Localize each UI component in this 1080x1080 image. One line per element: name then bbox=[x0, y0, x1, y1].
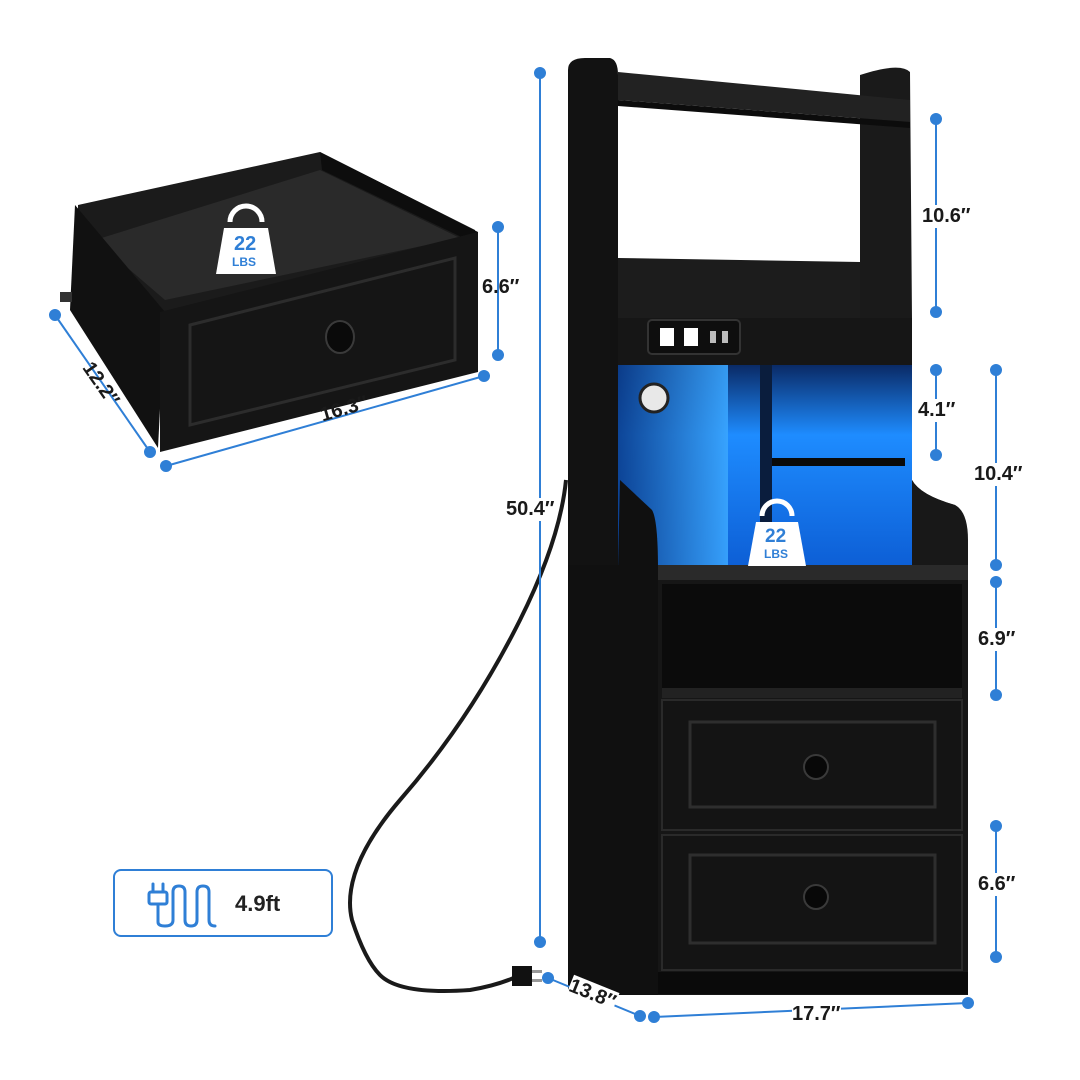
cord-length-label: 4.9ft bbox=[235, 891, 281, 916]
drawer-knob bbox=[325, 320, 355, 354]
plug bbox=[512, 966, 542, 986]
power-cord bbox=[348, 479, 568, 993]
weight-badge-cabinet bbox=[748, 498, 806, 566]
open-cubby-label: 6.9″ bbox=[978, 628, 1016, 651]
top-shelf-label: 10.6″ bbox=[922, 205, 971, 228]
cord-length-box: 4.9ft bbox=[113, 869, 333, 937]
weight-badge-cabinet-value: 22 bbox=[765, 526, 787, 547]
lower-drawer-label: 6.6″ bbox=[978, 873, 1016, 896]
drawer-dimension-lines bbox=[49, 221, 504, 472]
plug-cord-icon bbox=[147, 882, 217, 928]
power-socket-panel bbox=[647, 319, 741, 355]
lower-drawer-knob bbox=[803, 884, 829, 910]
overall-height-label: 50.4″ bbox=[506, 498, 555, 521]
width-label: 17.7″ bbox=[792, 1003, 841, 1026]
drawer-illustration bbox=[60, 152, 478, 452]
cabinet bbox=[568, 58, 968, 995]
weight-badge-drawer bbox=[216, 203, 276, 274]
upper-drawer-knob bbox=[803, 754, 829, 780]
weight-badge-drawer-value: 22 bbox=[234, 233, 257, 255]
weight-badge-drawer-unit: LBS bbox=[232, 255, 256, 269]
socket-gap-label: 4.1″ bbox=[918, 399, 956, 422]
drawer-height-label: 6.6″ bbox=[482, 276, 520, 298]
lit-section-label: 10.4″ bbox=[974, 463, 1023, 486]
weight-badge-cabinet-unit: LBS bbox=[764, 547, 788, 561]
